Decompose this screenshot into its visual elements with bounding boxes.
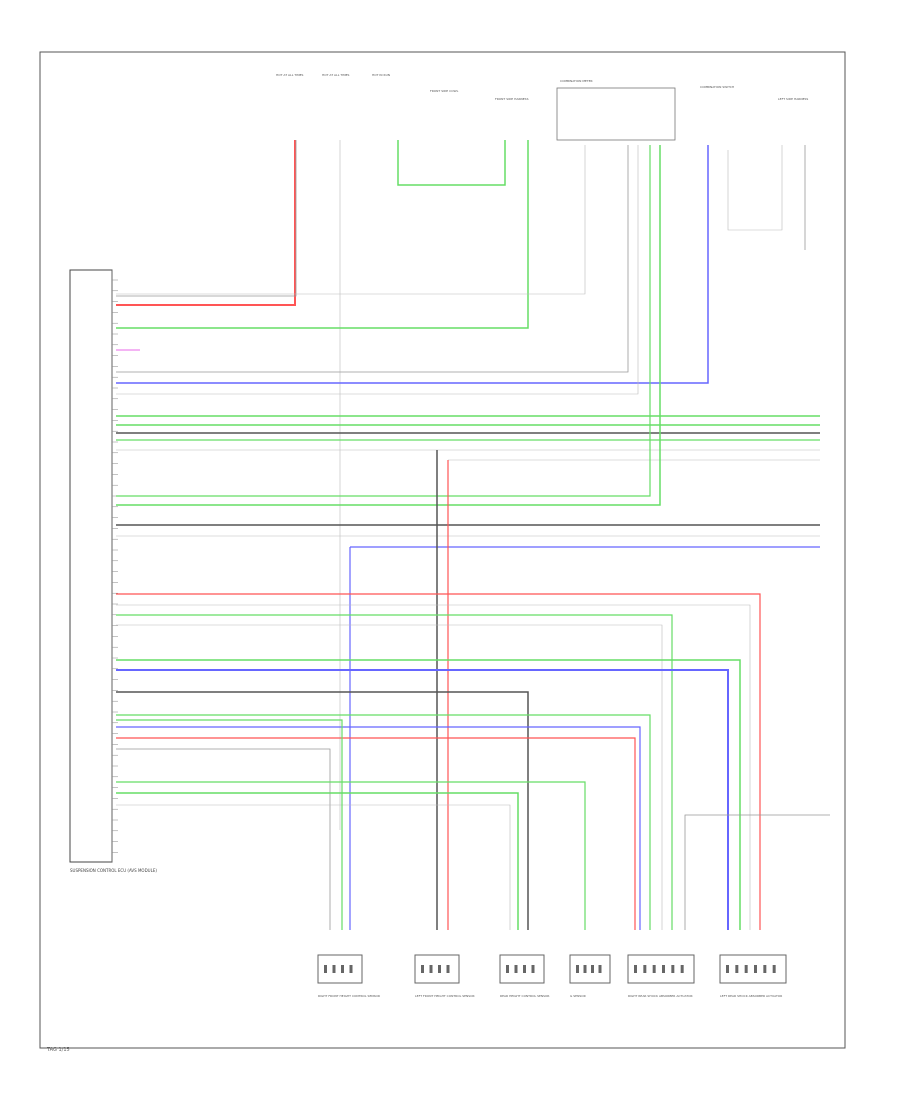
wire-gray-low3	[116, 748, 331, 930]
wire-gray-shield	[684, 814, 830, 930]
wire-green-harness	[116, 140, 529, 329]
wire-green-cowl	[397, 140, 506, 186]
wire-blue-combo	[116, 145, 709, 384]
bottom-component-sensor3: REAR HEIGHT CONTROL SENSOR	[499, 954, 549, 998]
wire-green-low5	[116, 792, 519, 930]
wire-green-low2	[116, 659, 741, 930]
connector-pin	[735, 965, 739, 973]
bottom-component-label: RIGHT REAR SHOCK ABSORBER ACTUATOR	[628, 994, 693, 998]
connector-pin	[349, 965, 353, 973]
connector-pin	[652, 965, 656, 973]
bottom-component-sensor4: G SENSOR	[569, 954, 611, 998]
top-component-label: LEFT SIDE HARNESS	[778, 97, 808, 101]
ecu-pin-rows	[112, 279, 118, 853]
wire-blue-low	[116, 669, 729, 930]
page-label: TAG 1/15	[46, 1047, 70, 1053]
connector-pin	[429, 965, 433, 973]
ecu-box	[69, 269, 113, 863]
wire-gray-low2	[116, 624, 663, 930]
connector-pin	[576, 965, 579, 973]
wire-green-up1	[116, 145, 661, 506]
wire-gray-meter2	[116, 145, 639, 395]
wire-green-low1	[116, 614, 673, 930]
ecu-block: SUSPENSION CONTROL ECU (AVS MODULE)	[69, 269, 157, 873]
wire-green-up2	[116, 145, 651, 497]
wire-red-low2	[116, 737, 636, 930]
wire-green-low6	[116, 719, 343, 930]
wire-gray-meter1	[116, 145, 629, 373]
connector-box	[627, 954, 695, 984]
top-component-top2: HOT AT ALL TIMES	[322, 73, 350, 77]
top-component-label: COMBINATION SWITCH	[700, 85, 734, 89]
connector-pin	[531, 965, 535, 973]
connector-box	[719, 954, 787, 984]
bottom-component-sensor6: LEFT REAR SHOCK ABSORBER ACTUATOR	[719, 954, 787, 998]
connector-pin	[438, 965, 441, 973]
connector-pin	[446, 965, 450, 973]
top-component-label: FRONT SIDE COWL	[430, 89, 459, 93]
wire-dark-low	[116, 691, 529, 930]
connector-pin	[744, 965, 748, 973]
wire-blue-low2	[116, 726, 641, 930]
connector-pin	[598, 965, 602, 973]
connector-pin	[662, 965, 665, 973]
top-component-top7: COMBINATION SWITCH	[700, 85, 734, 89]
ecu-label: SUSPENSION CONTROL ECU (AVS MODULE)	[70, 868, 157, 873]
top-component-top4: FRONT SIDE COWL	[430, 89, 459, 93]
combination-meter-box	[556, 87, 676, 141]
connector-pin	[421, 965, 424, 973]
connector-pin	[726, 965, 729, 973]
connector-pin	[634, 965, 637, 973]
bottom-component-sensor1: RIGHT FRONT HEIGHT CONTROL SENSOR	[317, 954, 380, 998]
connector-pin	[680, 965, 684, 973]
wire-red-power	[116, 140, 296, 306]
top-components: HOT AT ALL TIMES HOT AT ALL TIMES HOT IN R…	[276, 73, 808, 141]
bottom-component-label: LEFT FRONT HEIGHT CONTROL SENSOR	[415, 994, 475, 998]
connector-pin	[506, 965, 509, 973]
wire-gray-low1	[116, 604, 751, 930]
connector-pin	[523, 965, 526, 973]
top-component-label: COMBINATION METER	[560, 79, 593, 83]
bottom-component-sensor2: LEFT FRONT HEIGHT CONTROL SENSOR	[414, 954, 475, 998]
bottom-component-sensor5: RIGHT REAR SHOCK ABSORBER ACTUATOR	[627, 954, 695, 998]
wire-gray-left-harness	[727, 145, 783, 231]
wire-gray-batt	[116, 140, 297, 297]
connector-pin	[324, 965, 327, 973]
connector-pin	[671, 965, 675, 973]
top-component-top3: HOT IN RUN	[372, 73, 390, 77]
bottom-component-label: G SENSOR	[570, 994, 586, 998]
connector-pin	[341, 965, 344, 973]
wire-green-low3	[116, 714, 651, 930]
bottom-component-label: REAR HEIGHT CONTROL SENSOR	[500, 994, 549, 998]
diagram-frame	[39, 51, 846, 1049]
connector-pin	[514, 965, 518, 973]
bottom-components: RIGHT FRONT HEIGHT CONTROL SENSOR LEFT FR…	[317, 954, 787, 998]
wire-gray-low4	[116, 804, 511, 930]
connector-pin	[591, 965, 594, 973]
connector-pin	[332, 965, 336, 973]
top-component-top1: HOT AT ALL TIMES	[276, 73, 304, 77]
bottom-component-label: LEFT REAR SHOCK ABSORBER ACTUATOR	[720, 994, 782, 998]
top-component-top6: COMBINATION METER	[560, 79, 593, 83]
top-component-top5: FRONT SIDE HARNESS	[495, 97, 529, 101]
bottom-component-label: RIGHT FRONT HEIGHT CONTROL SENSOR	[318, 994, 380, 998]
connector-pin	[772, 965, 776, 973]
connector-pin	[754, 965, 757, 973]
wire-gray-meter3	[116, 145, 586, 295]
connector-pin	[643, 965, 647, 973]
connector-pin	[763, 965, 767, 973]
top-component-top8: LEFT SIDE HARNESS	[778, 97, 808, 101]
top-component-label: HOT AT ALL TIMES	[276, 73, 304, 77]
wire-red-low1	[116, 593, 761, 930]
wire-green-low4	[116, 781, 586, 930]
top-component-label: FRONT SIDE HARNESS	[495, 97, 529, 101]
connector-pin	[583, 965, 587, 973]
top-component-label: HOT AT ALL TIMES	[322, 73, 350, 77]
wires	[116, 140, 830, 930]
top-component-label: HOT IN RUN	[372, 73, 390, 77]
